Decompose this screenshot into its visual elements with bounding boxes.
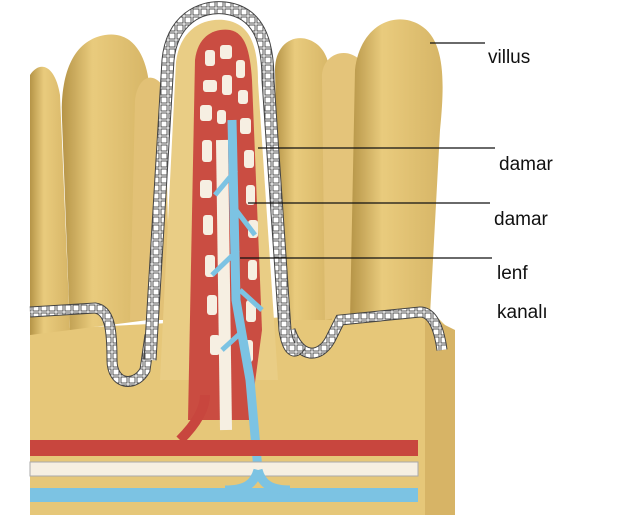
damar-upper-label: damar bbox=[499, 155, 553, 174]
damar-lower-label: damar bbox=[494, 210, 548, 229]
villus-label: villus bbox=[488, 48, 530, 67]
lenf-label-line1: lenf bbox=[497, 264, 528, 283]
lenf-label-line2: kanalı bbox=[497, 303, 548, 322]
